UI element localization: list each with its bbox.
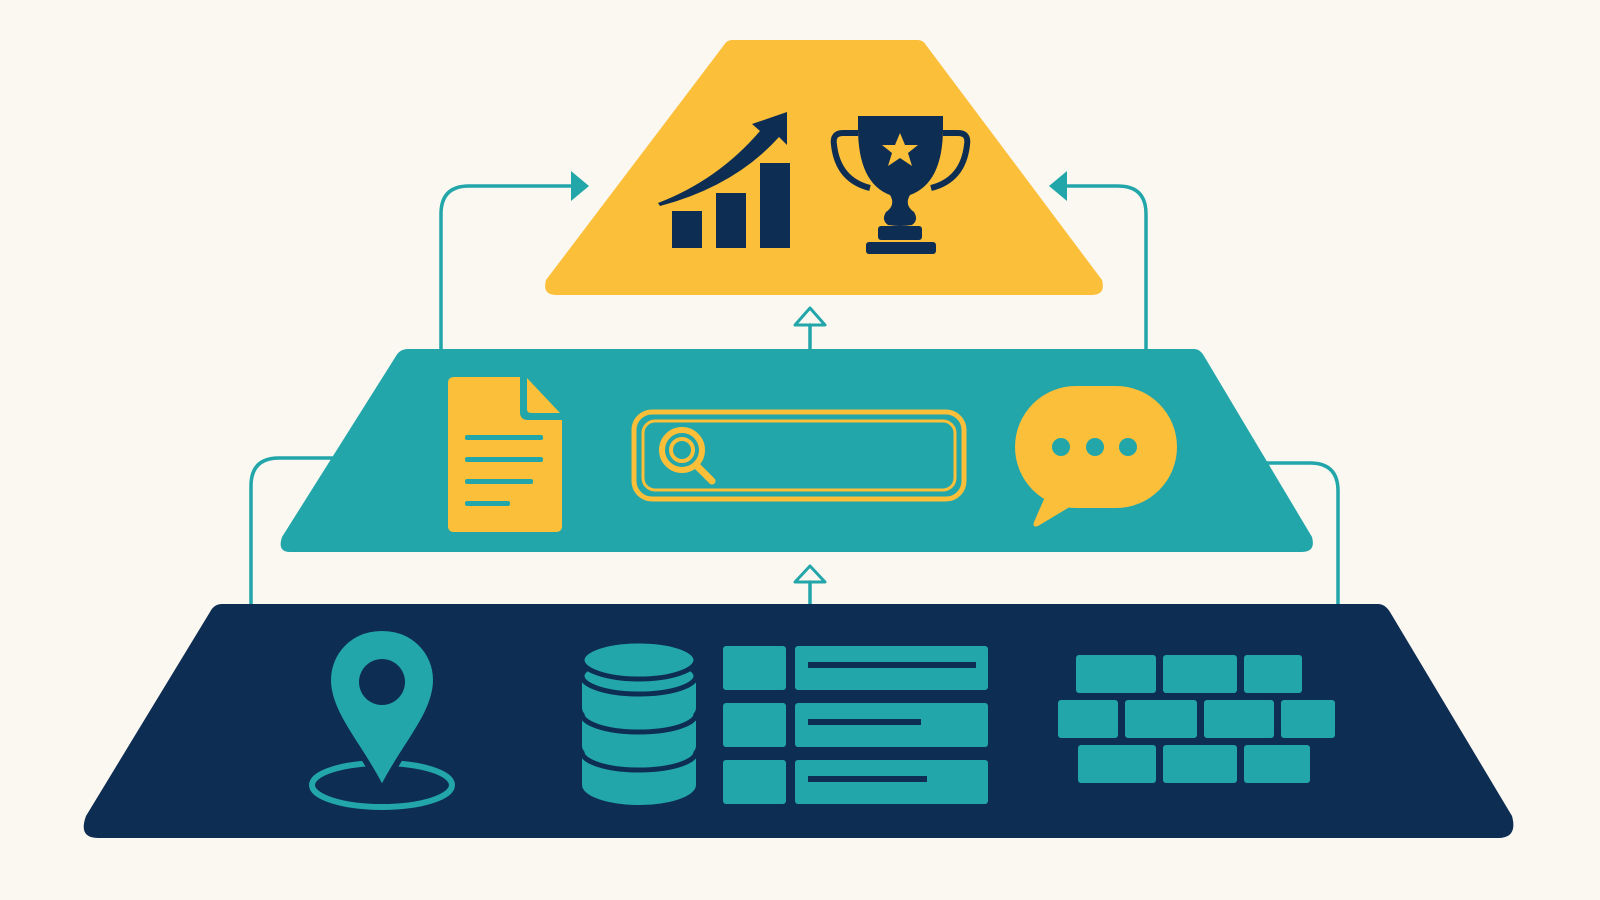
middle-tier [280, 349, 1313, 552]
brick-grid-icon [1058, 655, 1335, 783]
trophy-icon [830, 116, 971, 254]
data-row [723, 760, 988, 804]
data-rows-icon [723, 646, 988, 804]
growth-chart-icon [658, 112, 790, 248]
data-row [723, 646, 988, 690]
document-icon [448, 377, 562, 532]
bottom-to-middle-arrow [793, 564, 827, 606]
chat-bubble-icon [1015, 386, 1177, 527]
left-middle-to-top-arrow [439, 171, 589, 354]
right-middle-to-top-arrow [1049, 171, 1148, 354]
search-bar-icon [631, 409, 967, 502]
location-pin-icon [309, 624, 455, 810]
database-icon [579, 638, 699, 805]
left-bottom-to-middle-line [249, 456, 334, 606]
data-row [723, 703, 988, 747]
right-bottom-to-middle-line [1265, 461, 1340, 606]
bottom-tier [83, 604, 1514, 838]
top-tier [545, 40, 1103, 295]
connectors [249, 171, 1340, 606]
middle-to-top-arrow [793, 306, 827, 354]
